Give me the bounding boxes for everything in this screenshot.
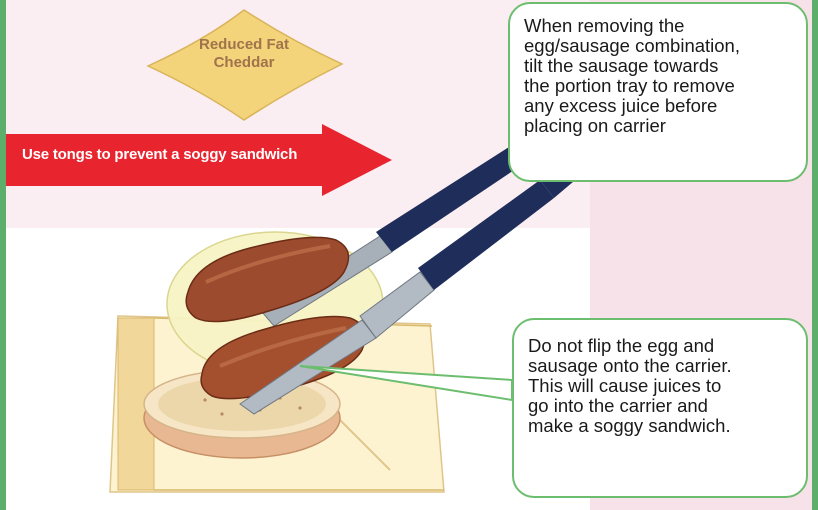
callout-bottom-line: go into the carrier and xyxy=(528,396,796,416)
cheese-label-line2: Cheddar xyxy=(174,54,314,72)
callout-top-line: the portion tray to remove xyxy=(524,76,796,96)
callout-top-line: When removing the xyxy=(524,16,796,36)
callout-bottom-line: This will cause juices to xyxy=(528,376,796,396)
cheese-label: Reduced Fat Cheddar xyxy=(174,36,314,72)
callout-top-line: placing on carrier xyxy=(524,116,796,136)
cheese-label-line1: Reduced Fat xyxy=(174,36,314,54)
callout-top-line: any excess juice before xyxy=(524,96,796,116)
callout-bottom-line: sausage onto the carrier. xyxy=(528,356,796,376)
callout-top: When removing the egg/sausage combinatio… xyxy=(508,2,808,182)
callout-bottom-line: make a soggy sandwich. xyxy=(528,416,796,436)
callout-bottom-line: Do not flip the egg and xyxy=(528,336,796,356)
callout-top-line: egg/sausage combination, xyxy=(524,36,796,56)
callout-bottom: Do not flip the egg and sausage onto the… xyxy=(512,318,808,498)
callout-top-line: tilt the sausage towards xyxy=(524,56,796,76)
arrow-label: Use tongs to prevent a soggy sandwich xyxy=(22,146,362,163)
